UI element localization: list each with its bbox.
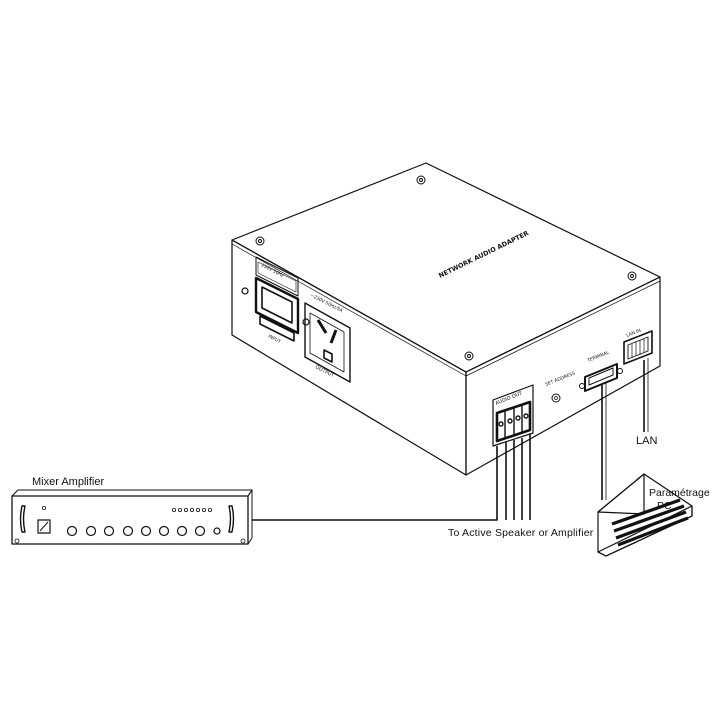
output-label: OUTPUT (314, 364, 336, 379)
screw-icon (241, 287, 249, 295)
terminal-label: TERMINAL (586, 350, 611, 365)
knob-icon (103, 525, 115, 537)
knob-icon (140, 525, 152, 537)
screw-icon (464, 351, 474, 361)
knob-icon (66, 525, 78, 537)
set-address-label: SET ADDRESS (545, 370, 577, 387)
adapter-top-label: NETWORK AUDIO ADAPTER (437, 229, 530, 280)
active-speaker-label: To Active Speaker or Amplifier (448, 527, 594, 539)
knob-icon (85, 525, 97, 537)
knob-icon (122, 525, 134, 537)
input-label: INPUT (267, 333, 282, 345)
power-input-socket (241, 256, 310, 342)
set-address-button (551, 393, 561, 403)
mixer-amplifier-unit (11, 489, 253, 545)
voltage-label: ~230V 50Hz/5A (309, 292, 344, 314)
cable-mixer-to-adapter (252, 446, 498, 521)
parametrage-label: Paramétrage (649, 487, 710, 499)
laptop-keyboard (611, 498, 689, 547)
knob-icon (194, 525, 206, 537)
terminal-db9-port (579, 363, 623, 392)
screw-icon (627, 271, 637, 281)
adapter-front-face (231, 239, 467, 476)
mixer-front-panel (11, 495, 249, 545)
lan-in-label: LAN IN (626, 328, 642, 339)
laptop-pc (597, 473, 693, 557)
screw-icon (416, 175, 426, 185)
jack-icon (213, 527, 221, 535)
knob-icon (176, 525, 188, 537)
lan-label: LAN (636, 435, 658, 447)
power-output-socket (304, 302, 351, 383)
adapter-side-face (465, 276, 661, 476)
pc-text: PC (657, 500, 672, 512)
screw-icon (302, 318, 310, 326)
lan-in-port (623, 330, 653, 365)
power-switch-icon (37, 519, 51, 534)
network-audio-adapter (231, 162, 661, 476)
audio-out-terminal (492, 384, 534, 447)
pc-label: Paramétrage PC (649, 487, 710, 513)
knob-icon (158, 525, 170, 537)
mixer-amplifier-label: Mixer Amplifier (32, 476, 105, 488)
cables (252, 358, 649, 521)
screw-icon (255, 236, 265, 246)
